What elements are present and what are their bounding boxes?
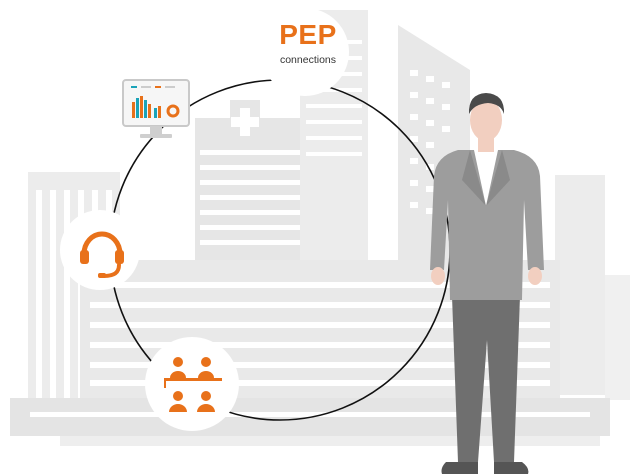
ground <box>10 398 610 446</box>
hub-subtitle: connections <box>279 54 337 66</box>
building-far-right <box>555 175 630 400</box>
hub-node <box>261 8 349 96</box>
meeting-node <box>145 337 239 431</box>
headset-icon <box>80 231 124 278</box>
hub-title: PEP <box>279 19 337 50</box>
people-group-icon <box>164 357 222 412</box>
monitor-chart-icon <box>122 79 190 138</box>
businessman-figure <box>430 93 544 474</box>
hospital-tower <box>195 100 355 398</box>
